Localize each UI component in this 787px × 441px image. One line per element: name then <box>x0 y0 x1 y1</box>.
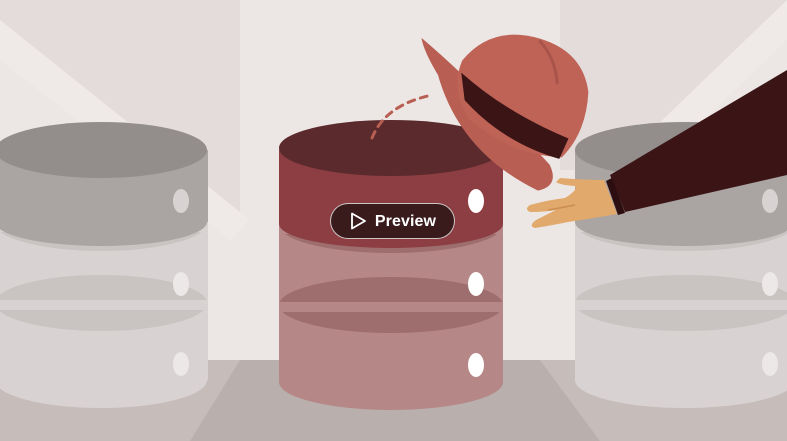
background-shade-right <box>560 0 787 170</box>
motion-dash-arc <box>370 93 434 140</box>
database-left-gray <box>0 122 208 408</box>
preview-label: Preview <box>374 212 437 230</box>
reaching-arm <box>527 70 787 228</box>
fedora-hat <box>421 34 589 191</box>
preview-button[interactable]: Preview <box>330 203 455 239</box>
play-icon <box>349 212 367 230</box>
database-center-red <box>279 120 503 410</box>
